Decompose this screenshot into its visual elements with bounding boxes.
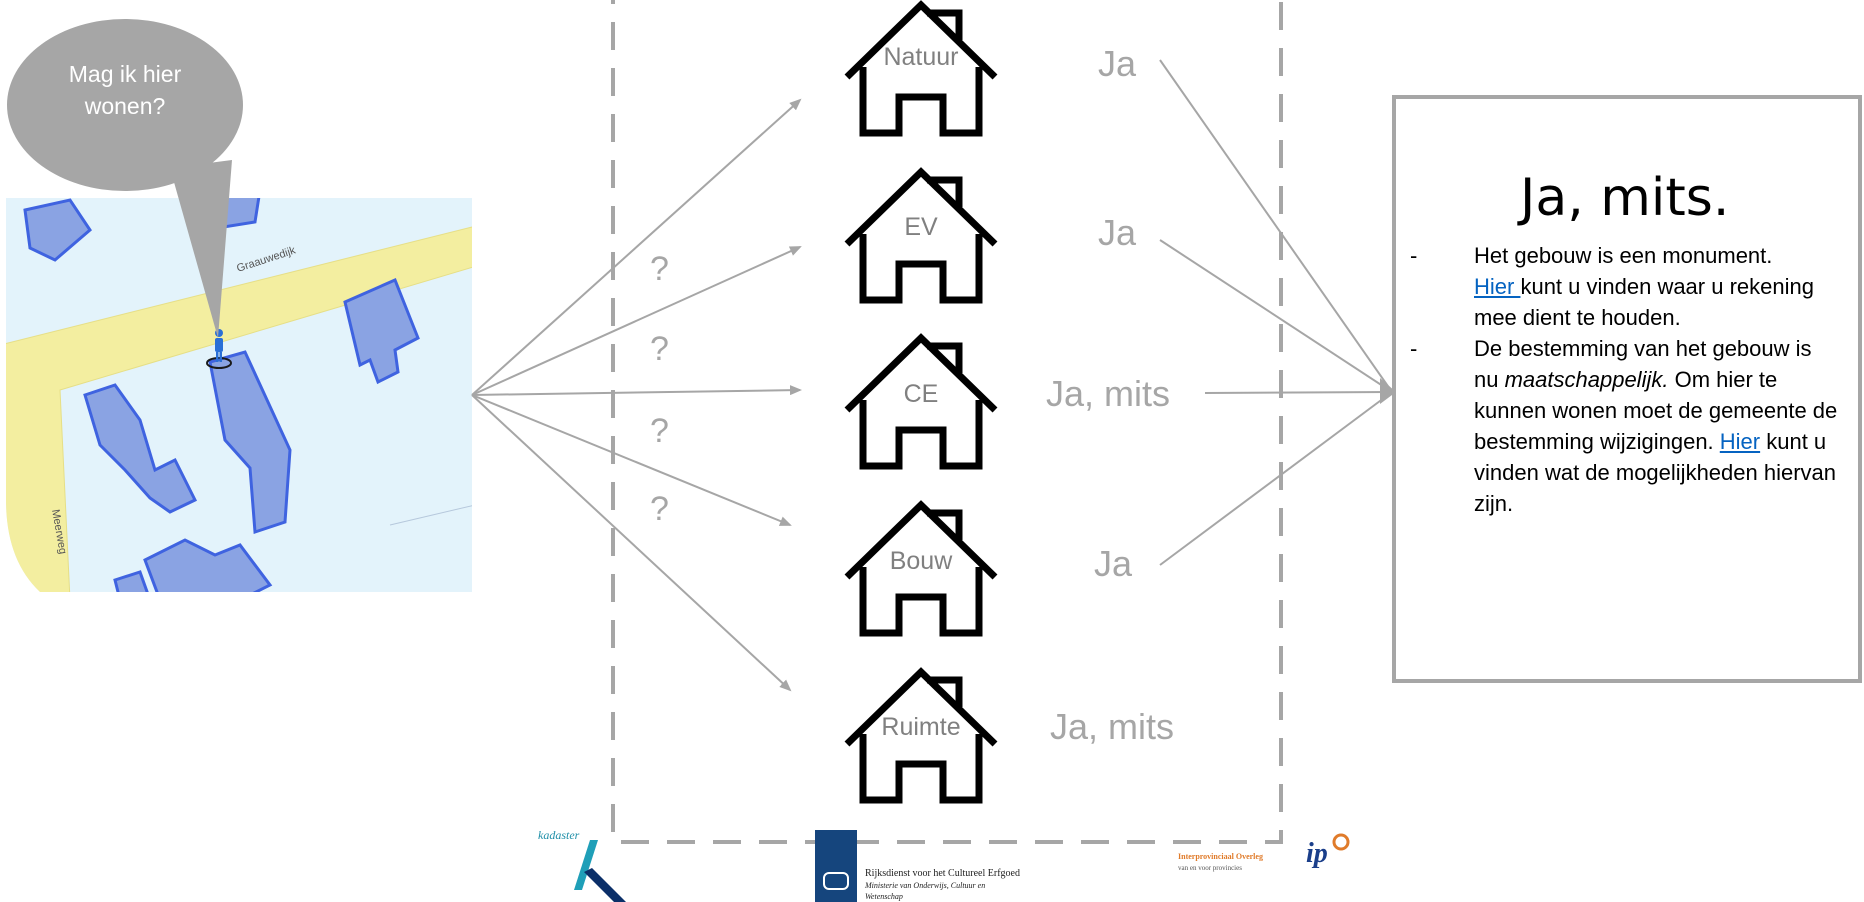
arrow-to-ev bbox=[471, 246, 802, 396]
result-item-2-text3: kunt u vinden wat de mogelijkheden hierv… bbox=[1474, 429, 1837, 516]
speech-bubble-icon bbox=[7, 19, 243, 338]
kadaster-logo-text: kadaster bbox=[538, 828, 580, 842]
ipo-logo-line-2: van en voor provincies bbox=[1178, 864, 1242, 872]
house-body-ev bbox=[859, 234, 983, 304]
house-icon bbox=[844, 167, 998, 304]
arrow-to-ce bbox=[471, 385, 802, 396]
answer-ruimte: Ja, mits bbox=[1050, 706, 1175, 747]
house-body-bouw bbox=[859, 567, 983, 637]
result-list: - Het gebouw is een monument. Hier kunt … bbox=[1402, 240, 1842, 519]
house-body-ruimte bbox=[859, 734, 983, 804]
result-item-2-emphasis: maatschappelijk. bbox=[1504, 367, 1669, 392]
question-mark: ? bbox=[650, 330, 669, 368]
query-arrows bbox=[471, 98, 802, 692]
house-icon bbox=[844, 0, 998, 137]
kadaster-logo-mark bbox=[574, 840, 626, 902]
result-item-monument: - Het gebouw is een monument. Hier kunt … bbox=[1410, 243, 1814, 330]
question-mark: ? bbox=[650, 250, 669, 288]
result-item-2-text2: Om hier te kunnen wonen moet de gemeente… bbox=[1474, 367, 1838, 454]
house-icon bbox=[844, 333, 998, 470]
rce-logo-mark bbox=[815, 830, 857, 902]
house-label-natuur: Natuur bbox=[883, 43, 959, 71]
ipo-logo-mark: ip bbox=[1306, 838, 1328, 869]
answer-bouw: Ja bbox=[1094, 543, 1133, 584]
answer-ce: Ja, mits bbox=[1046, 373, 1171, 414]
result-item-2-text1: De bestemming van het gebouw is nu bbox=[1474, 336, 1812, 392]
bestemming-info-link[interactable]: Hier bbox=[1719, 429, 1761, 454]
house-icon bbox=[844, 500, 998, 637]
arrow-to-ruimte bbox=[471, 394, 792, 692]
arrow-to-bouw bbox=[471, 394, 792, 526]
result-item-1-text2: kunt u vinden waar u rekening mee dient … bbox=[1474, 274, 1814, 330]
speech-bubble-text: Mag ik hier wonen? bbox=[40, 58, 210, 122]
result-arrows bbox=[1159, 59, 1393, 566]
house-label-ruimte: Ruimte bbox=[881, 713, 961, 741]
arrow-to-natuur bbox=[471, 98, 802, 396]
rce-logo-line-1: Rijksdienst voor het Cultureel Erfgoed bbox=[865, 868, 1020, 879]
rce-logo-line-3: Wetenschap bbox=[865, 892, 903, 901]
monument-info-link[interactable]: Hier bbox=[1474, 274, 1521, 299]
ipo-logo-swirl bbox=[1332, 833, 1350, 851]
rce-logo-line-2: Ministerie van Onderwijs, Cultuur en bbox=[865, 881, 986, 890]
location-map: Graauwedijk Meerweg bbox=[6, 198, 472, 592]
ipo-logo-line-1: Interprovinciaal Overleg bbox=[1178, 852, 1263, 861]
result-item-1-text1: Het gebouw is een monument. bbox=[1474, 243, 1773, 268]
house-icon bbox=[844, 667, 998, 804]
house-label-bouw: Bouw bbox=[889, 547, 953, 575]
house-roof-bouw bbox=[844, 500, 998, 580]
result-item-bestemming: - De bestemming van het gebouw is nu maa… bbox=[1410, 336, 1838, 516]
speech-line-1: Mag ik hier bbox=[68, 61, 182, 87]
house-label-ce: CE bbox=[903, 380, 939, 408]
result-box bbox=[1392, 95, 1862, 683]
speech-line-2: wonen? bbox=[84, 93, 166, 119]
house-body-ce bbox=[859, 400, 983, 470]
question-mark: ? bbox=[650, 490, 669, 528]
answer-natuur: Ja bbox=[1098, 43, 1137, 84]
question-mark: ? bbox=[650, 412, 669, 450]
result-title: Ja, mits. bbox=[1520, 168, 1730, 228]
house-body-natuur bbox=[859, 67, 983, 137]
house-label-ev: EV bbox=[904, 213, 938, 241]
house-roof-ce bbox=[844, 333, 998, 413]
answer-ev: Ja bbox=[1098, 212, 1137, 253]
rules-frame bbox=[611, 0, 1283, 844]
house-roof-ev bbox=[844, 167, 998, 247]
house-icons bbox=[844, 0, 998, 804]
house-roof-natuur bbox=[844, 0, 998, 80]
house-roof-ruimte bbox=[844, 667, 998, 747]
